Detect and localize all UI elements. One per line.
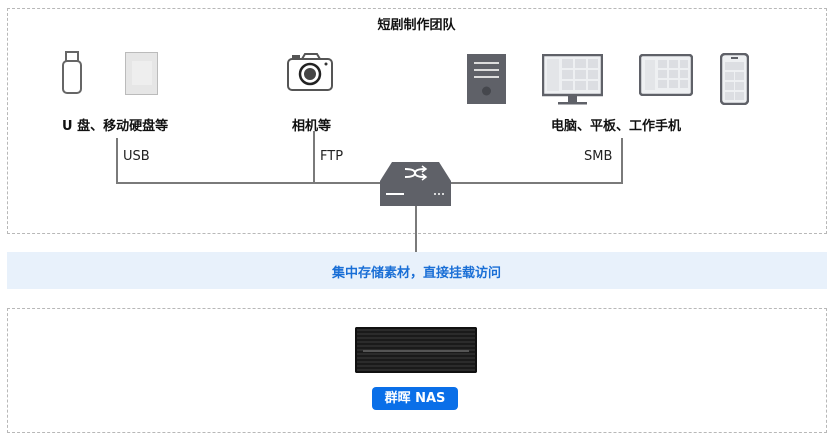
uplink-line bbox=[415, 200, 417, 252]
tablet-icon bbox=[639, 54, 693, 96]
ftp-protocol: FTP bbox=[320, 149, 344, 164]
storage-band-text: 集中存储素材，直接挂载访问 bbox=[331, 266, 501, 281]
network-switch-icon bbox=[380, 162, 451, 206]
usb-protocol: USB bbox=[123, 149, 150, 164]
smb-line bbox=[621, 138, 623, 184]
server-tower-icon bbox=[467, 54, 506, 104]
smb-protocol: SMB bbox=[584, 149, 613, 164]
nas-device-image bbox=[355, 327, 477, 373]
team-box bbox=[7, 8, 827, 234]
bus-line bbox=[116, 182, 623, 184]
storage-band bbox=[7, 252, 827, 289]
usb-line bbox=[116, 138, 118, 184]
camera-label: 相机等 bbox=[292, 119, 332, 134]
camera-icon bbox=[287, 53, 333, 91]
phone-icon bbox=[720, 53, 749, 105]
computers-label: 电脑、平板、工作手机 bbox=[551, 119, 682, 134]
team-title: 短剧制作团队 bbox=[377, 18, 456, 33]
nas-box bbox=[7, 308, 827, 433]
monitor-icon bbox=[542, 54, 603, 105]
nas-badge: 群晖 NAS bbox=[372, 387, 458, 410]
storage-devices-label: U 盘、移动硬盘等 bbox=[62, 119, 169, 134]
hard-drive-icon bbox=[125, 52, 158, 95]
usb-drive-icon bbox=[62, 51, 82, 94]
ftp-line bbox=[313, 131, 315, 184]
